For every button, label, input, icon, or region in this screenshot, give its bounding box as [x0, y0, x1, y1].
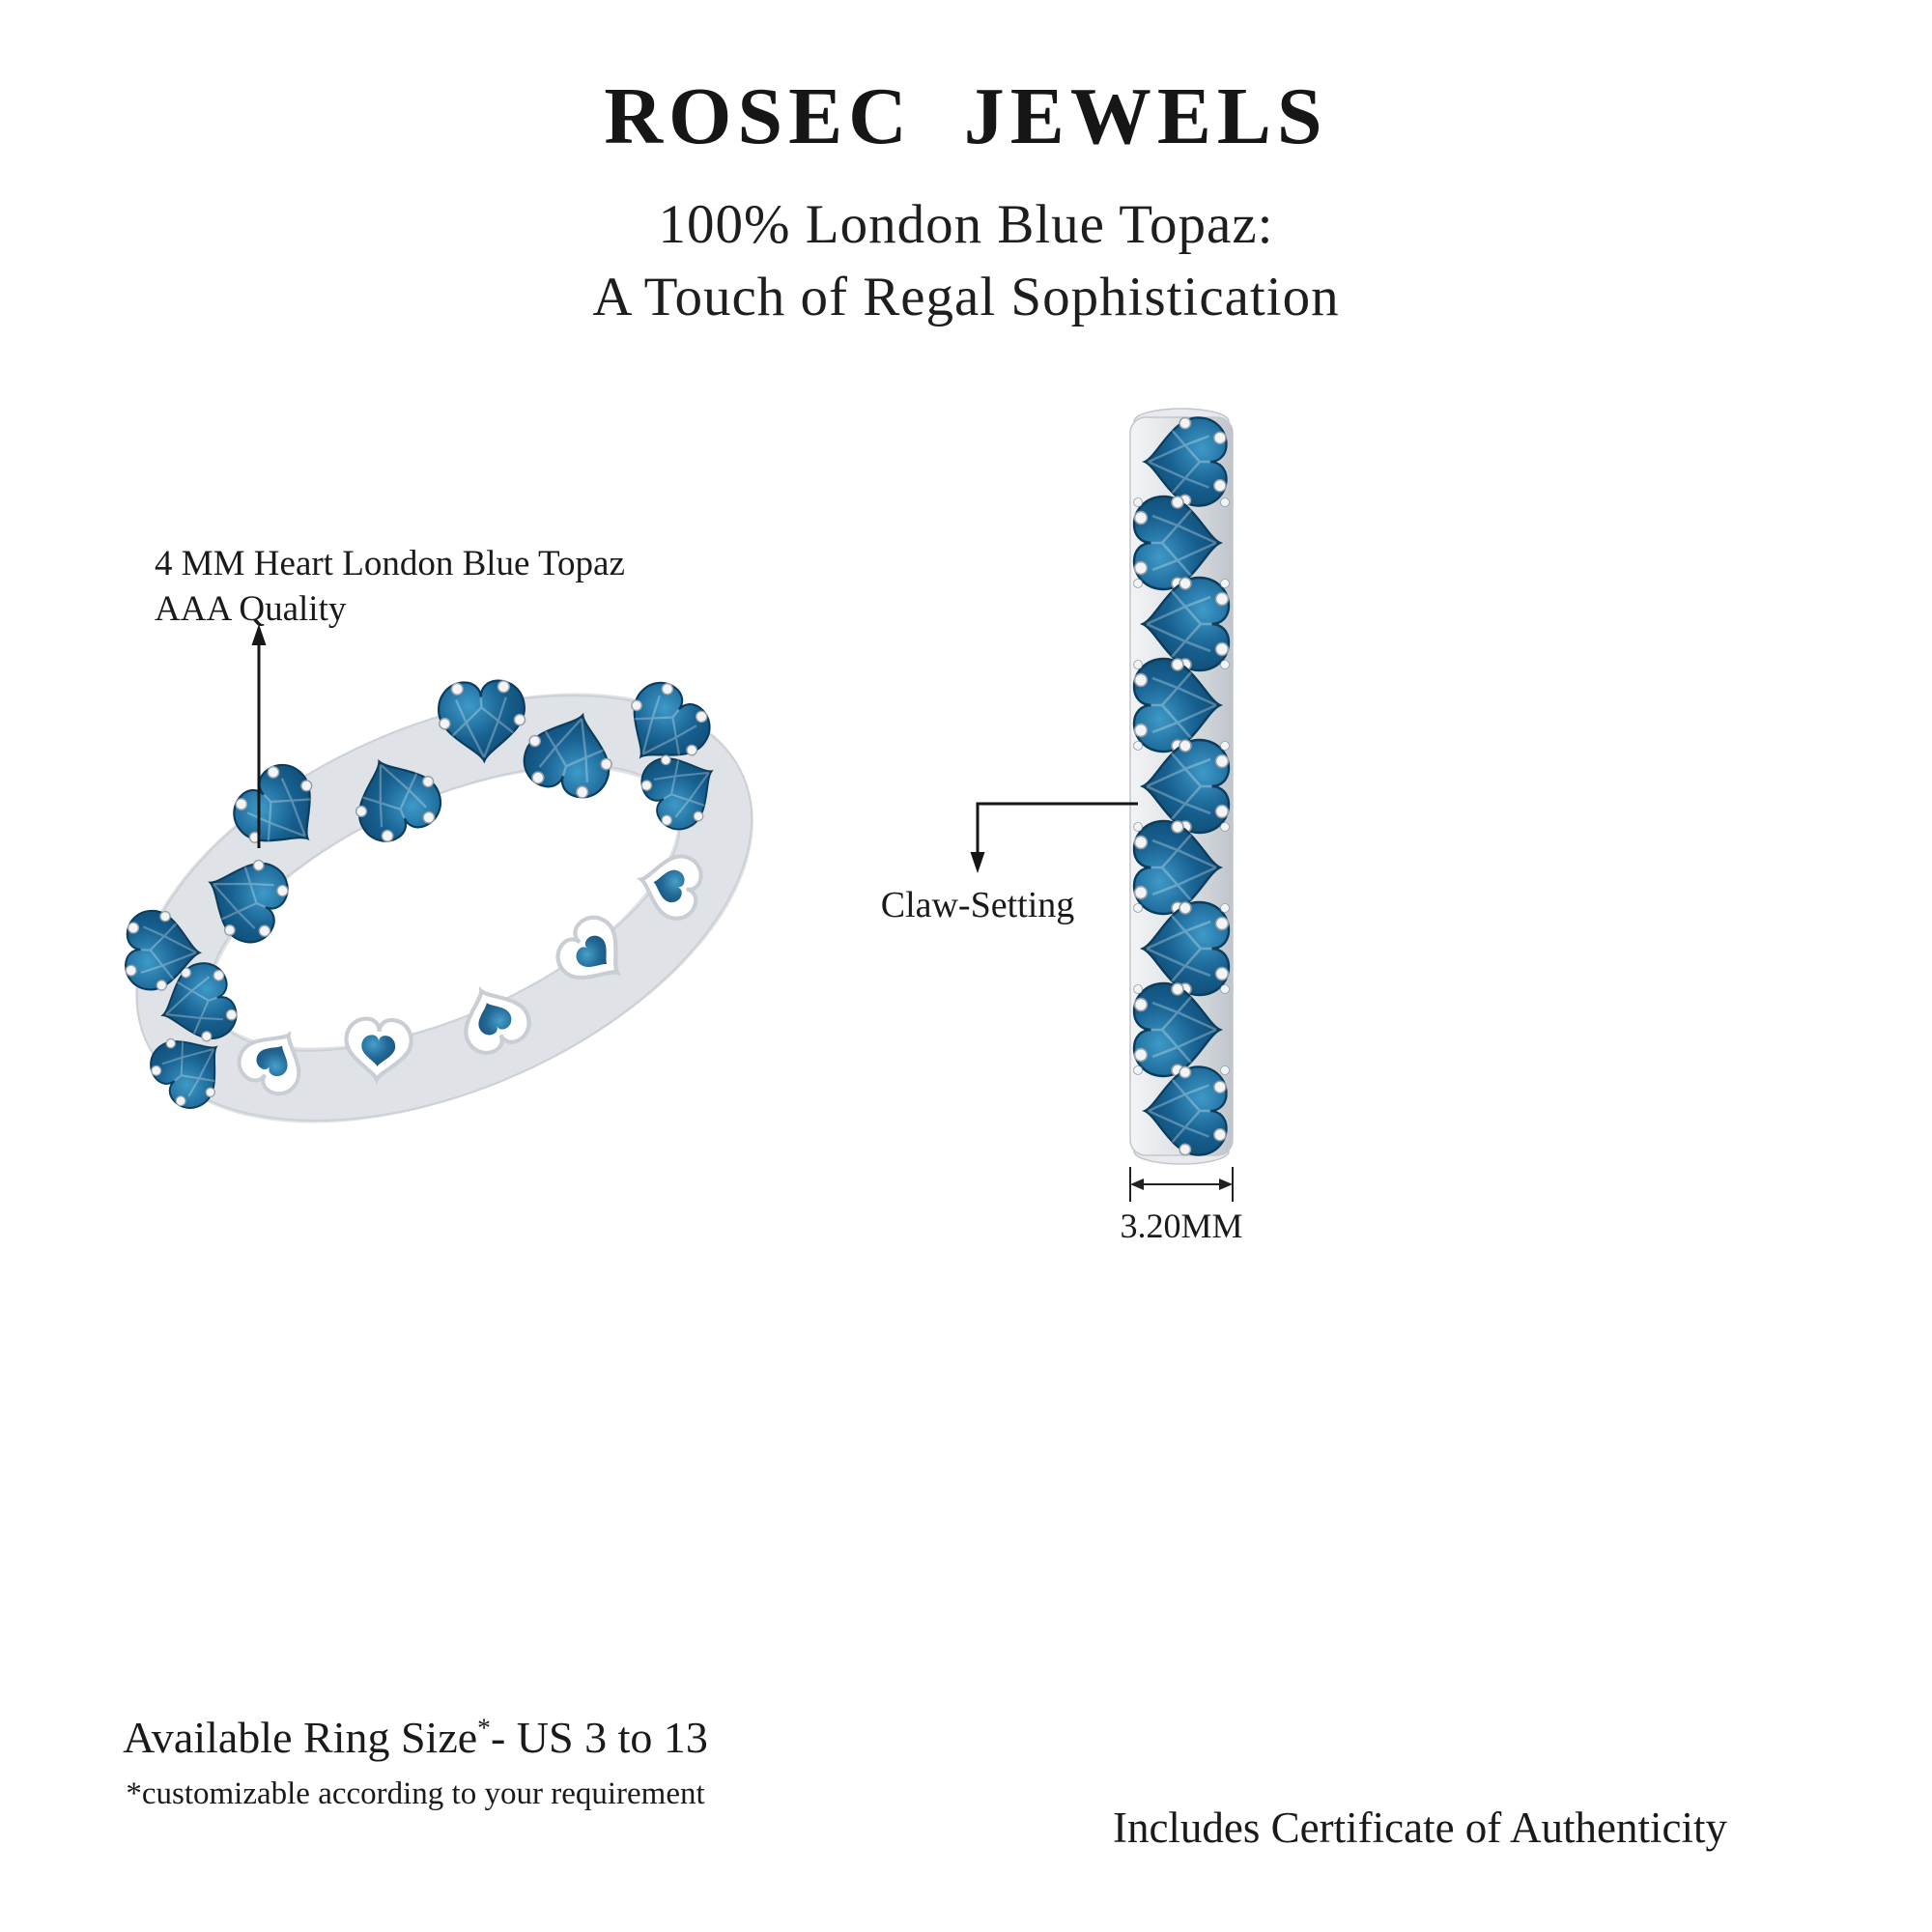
band-width-dimension-arrow [1129, 1167, 1234, 1202]
subtitle-line1: 100% London Blue Topaz: [658, 194, 1274, 255]
brand-title: ROSEC JEWELS [604, 71, 1328, 161]
ring-side-art [1129, 408, 1234, 1202]
ring-size-line: Available Ring Size*- US 3 to 13 [58, 1712, 773, 1763]
ring-size-label: Available Ring Size [123, 1713, 478, 1762]
ring-side-image [1099, 406, 1264, 1217]
ring-size-value: - US 3 to 13 [490, 1713, 708, 1762]
stone-callout: 4 MM Heart London Blue Topaz AAA Quality [155, 541, 625, 633]
certificate-note: Includes Certificate of Authenticity [1112, 1804, 1728, 1852]
ring-perspective-image [58, 618, 831, 1159]
ring-size-asterisk: * [477, 1712, 491, 1743]
band-width-label: 3.20MM [1120, 1207, 1243, 1245]
subtitle: 100% London Blue Topaz: A Touch of Regal… [0, 188, 1932, 333]
stone-callout-line1: 4 MM Heart London Blue Topaz [155, 544, 625, 583]
ring-perspective-art [58, 618, 753, 1123]
subtitle-line2: A Touch of Regal Sophistication [592, 267, 1340, 328]
ring-size-note: *customizable according to your requirem… [126, 1776, 705, 1811]
ring-size-info: Available Ring Size*- US 3 to 13 *custom… [58, 1712, 773, 1812]
stone-callout-line2: AAA Quality [155, 589, 347, 630]
header: ROSEC JEWELS 100% London Blue Topaz: A T… [0, 70, 1932, 333]
claw-setting-label: Claw-Setting [880, 885, 1075, 925]
